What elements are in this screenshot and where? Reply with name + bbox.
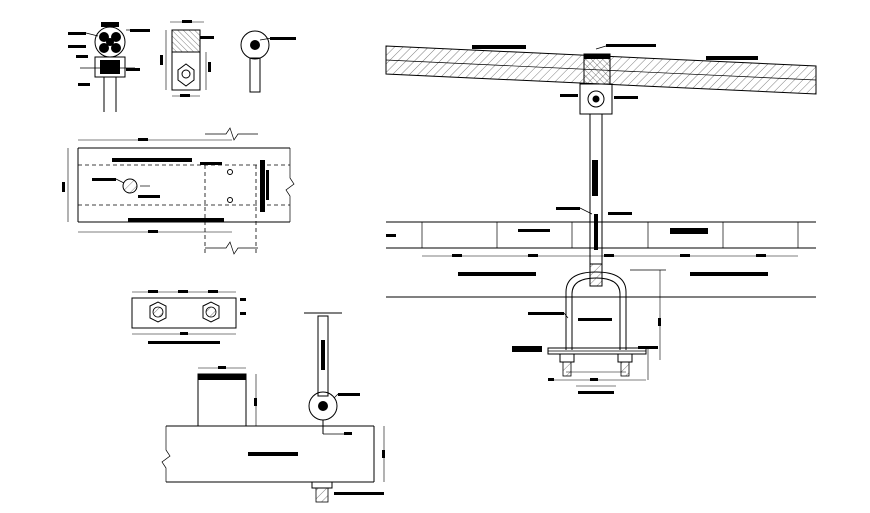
cable-clamp-right [560,44,656,115]
box-elevation [161,312,385,503]
u-bolt-bracket [512,263,666,394]
clamp-side-view [160,20,214,97]
clamp-front-view [68,22,150,112]
plate-with-nuts [131,290,246,344]
beam-plan-view [62,127,295,255]
eye-bolt-view [240,30,296,93]
cross-beam-right [386,221,816,298]
hanger-rod-right [556,113,632,265]
